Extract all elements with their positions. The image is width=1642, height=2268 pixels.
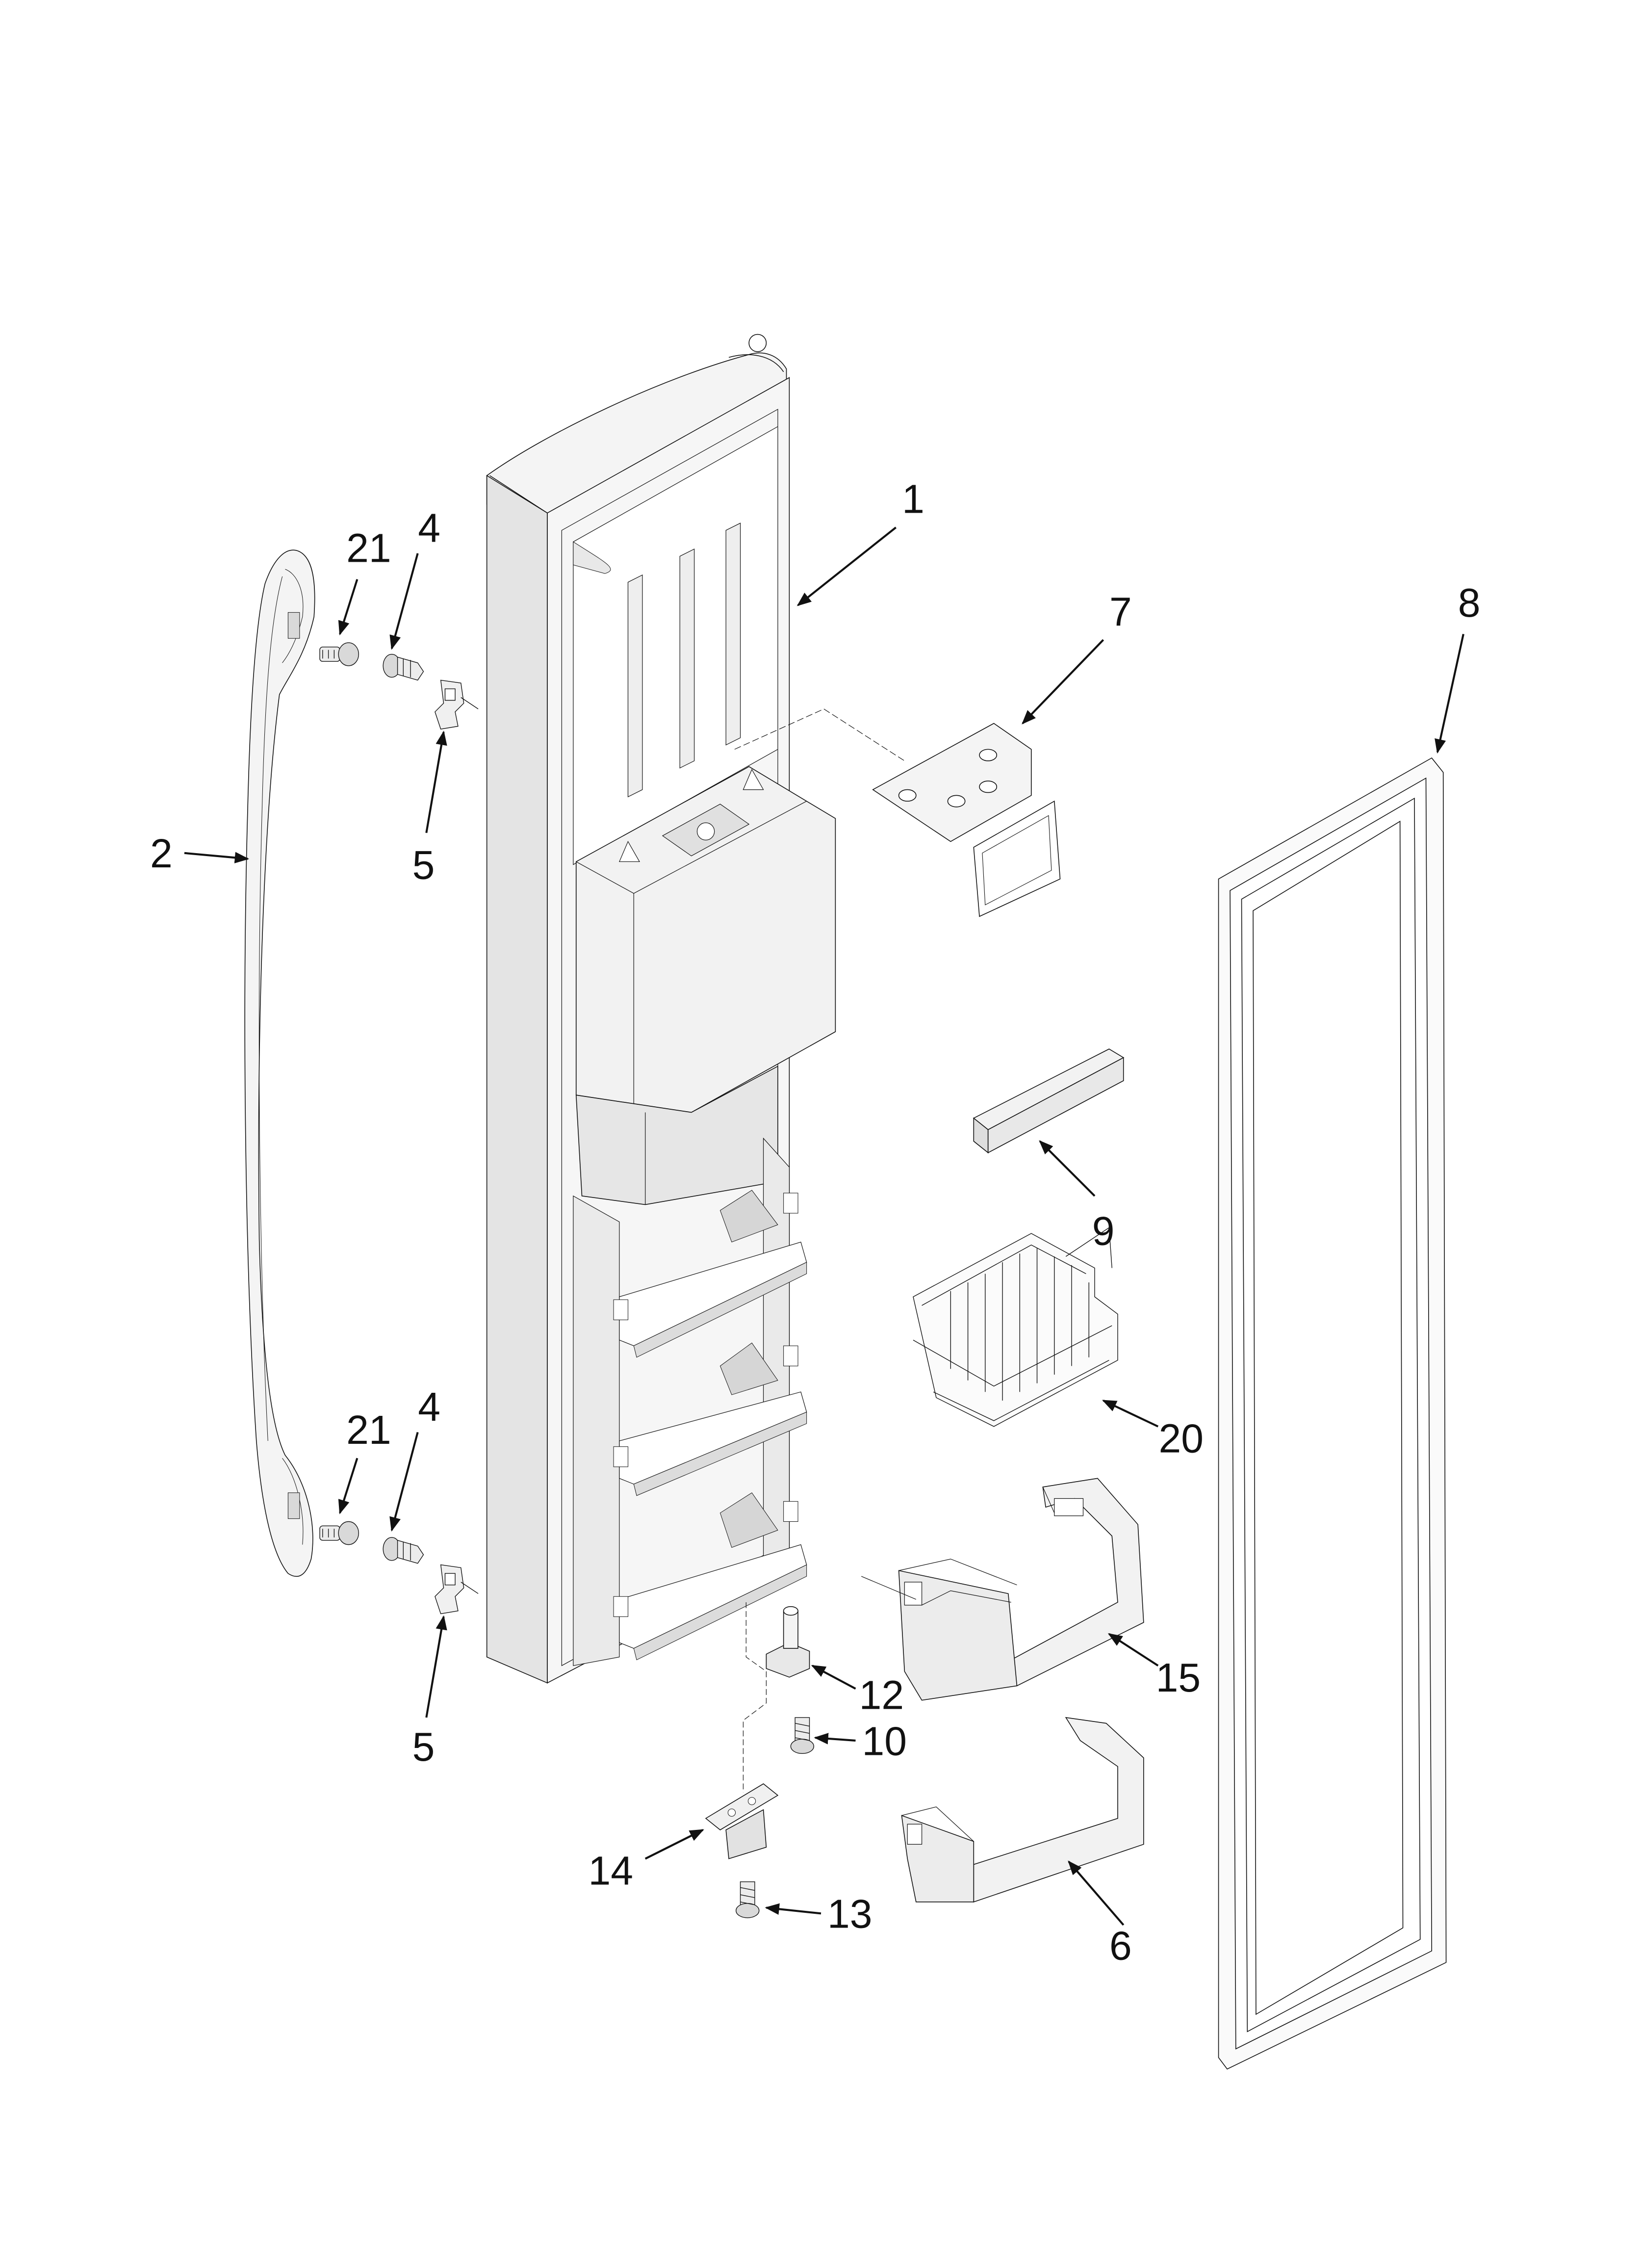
part-2-handle (245, 550, 314, 1576)
callout-5-bottom: 5 (412, 1725, 435, 1770)
callout-6: 6 (1109, 1924, 1132, 1968)
leader-21-top (338, 579, 359, 636)
callout-5-top: 5 (412, 843, 435, 888)
leader-5-top (425, 730, 447, 834)
leader-12 (811, 1665, 856, 1690)
part-5-clip-top (435, 680, 478, 729)
callout-4-bottom: 4 (418, 1385, 440, 1430)
leader-1 (796, 526, 897, 606)
part-4-stud-top (383, 654, 423, 680)
part-20-wire-basket (913, 1227, 1118, 1426)
leader-5-bottom (425, 1615, 447, 1718)
callout-9: 9 (1092, 1209, 1115, 1254)
part-21-screw-top (320, 643, 359, 666)
leader-14 (644, 1829, 704, 1860)
leader-6 (1068, 1860, 1125, 1926)
callout-4-top: 4 (418, 506, 440, 550)
part-9-trim-strip (974, 1049, 1123, 1152)
leader-arrows (184, 526, 1464, 1926)
callout-20: 20 (1158, 1417, 1203, 1461)
callout-14: 14 (588, 1849, 633, 1894)
callout-10: 10 (862, 1719, 906, 1764)
leader-2 (184, 852, 250, 863)
leader-15 (1107, 1633, 1159, 1667)
callout-8: 8 (1458, 581, 1481, 626)
callout-7: 7 (1109, 590, 1132, 634)
part-6-bin (901, 1718, 1143, 1902)
leader-13 (765, 1903, 821, 1915)
hinge-axis-line (743, 1602, 766, 1793)
leader-4-top (389, 553, 419, 650)
part-4-stud-bottom (383, 1538, 423, 1564)
part-1-door-panel (487, 335, 836, 1683)
callout-13: 13 (827, 1892, 872, 1937)
callout-1: 1 (902, 477, 924, 522)
callout-15: 15 (1156, 1656, 1201, 1700)
leader-4-bottom (389, 1432, 419, 1532)
part-21-screw-bottom (320, 1522, 359, 1545)
leader-10 (814, 1733, 856, 1745)
callout-21-top: 21 (346, 526, 391, 571)
leader-8 (1435, 633, 1464, 754)
part-12-hinge-pin (766, 1607, 809, 1677)
part-7-dispenser-plate (735, 709, 1060, 916)
leader-9 (1039, 1140, 1096, 1197)
leader-20 (1102, 1399, 1159, 1428)
callout-12: 12 (859, 1673, 904, 1718)
part-10-screw (791, 1718, 814, 1753)
part-8-door-gasket (1219, 758, 1446, 2069)
leader-21-bottom (338, 1458, 359, 1514)
part-14-hinge (706, 1784, 778, 1859)
callout-21-bottom: 21 (346, 1408, 391, 1453)
callout-2: 2 (150, 832, 173, 876)
callout-labels: 1 2 4 4 5 5 6 7 8 9 10 12 13 14 15 20 21… (150, 477, 1480, 1969)
part-5-clip-bottom (435, 1565, 478, 1614)
part-13-screw (736, 1882, 759, 1918)
leader-7 (1022, 639, 1104, 725)
